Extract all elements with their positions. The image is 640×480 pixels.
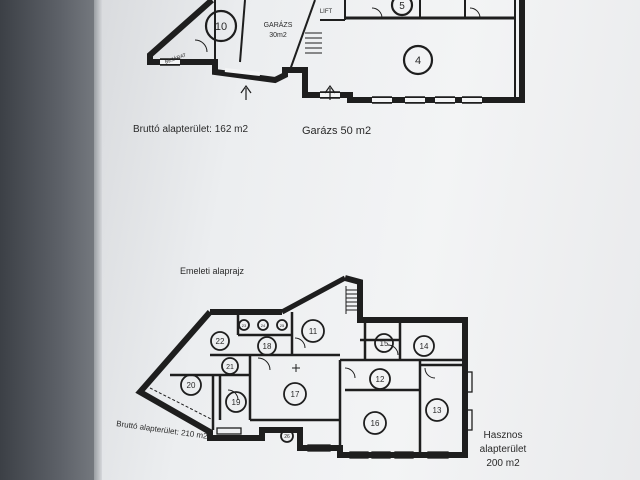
upper-gross-area: Bruttó alapterület: 162 m2	[133, 124, 249, 135]
room-16-label: 16	[371, 419, 380, 428]
net-area-line1: Hasznos	[484, 430, 523, 441]
room-18-label: 18	[263, 342, 272, 351]
room-10-label: 10	[215, 21, 227, 33]
room-24-label: 24	[261, 323, 266, 328]
garage-total-area: Garázs 50 m2	[302, 125, 371, 137]
room-21-label: 21	[226, 364, 234, 371]
room-17-label: 17	[291, 390, 300, 399]
room-23-label: 23	[242, 323, 247, 328]
room-15-label: 15	[380, 339, 389, 348]
paper-sheet	[100, 0, 640, 480]
upper-floor-plan	[147, 0, 525, 104]
garage-area-label: 30m2	[269, 32, 287, 39]
lift-label: LIFT	[320, 9, 333, 15]
net-area-line3: 200 m2	[486, 458, 520, 469]
net-area-line2: alapterület	[480, 444, 527, 455]
room-12-label: 12	[376, 375, 385, 384]
room-20-label: 20	[187, 381, 196, 390]
garage-label: GARÁZS	[264, 20, 293, 29]
room-14-label: 14	[420, 342, 429, 351]
room-22-label: 22	[216, 337, 225, 346]
room-5-label: 5	[399, 1, 405, 12]
room-4-label: 4	[415, 55, 421, 67]
lower-floor-plan	[135, 275, 473, 459]
room-11-label: 11	[309, 327, 318, 336]
floor-plan-title: Emeleti alaprajz	[180, 266, 245, 276]
room-26-label: 26	[284, 434, 290, 440]
page-edge	[94, 0, 102, 480]
background-shadow	[0, 0, 100, 480]
room-19-label: 19	[232, 398, 241, 407]
room-13-label: 13	[433, 406, 442, 415]
room-25-label: 25	[280, 323, 285, 328]
